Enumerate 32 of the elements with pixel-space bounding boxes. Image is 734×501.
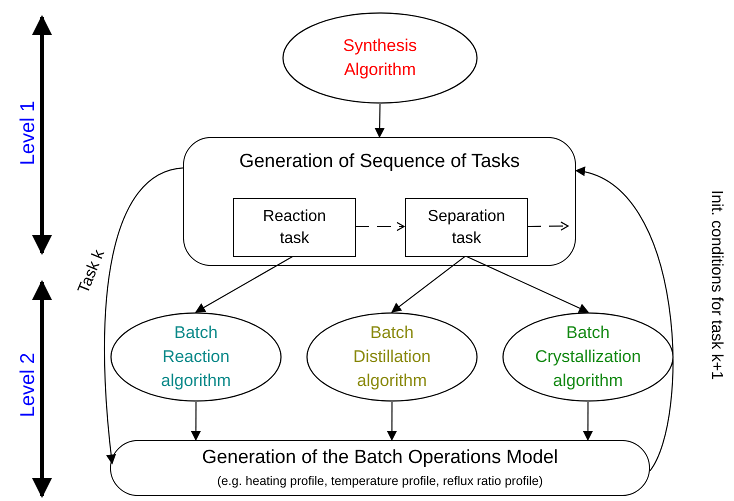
- arrow: [190, 402, 201, 441]
- node-label: Batch Crystallization algorithm: [535, 322, 641, 392]
- arrow: [195, 256, 294, 312]
- node-label: Reaction task: [262, 206, 328, 248]
- process-ellipse: [110, 312, 282, 402]
- arrow: [465, 256, 589, 313]
- arrow: [386, 402, 397, 441]
- node-label: Batch Reaction algorithm: [161, 322, 231, 392]
- task-box: [233, 198, 356, 257]
- dashed-arrow: [355, 222, 405, 232]
- box-title: Generation of Sequence of Tasks: [239, 150, 520, 174]
- dashed-arrow: [527, 221, 569, 231]
- arrow: [374, 104, 385, 138]
- node-label: Synthesis Algorithm: [343, 35, 417, 81]
- process-box: [110, 440, 650, 496]
- curved-arrow: [104, 167, 184, 465]
- curved-arrow: [575, 168, 674, 472]
- level-label: Level 1: [16, 100, 40, 166]
- node-label: Generation of the Batch Operations Model: [202, 446, 558, 470]
- process-ellipse: [306, 312, 478, 402]
- level-label: Level 2: [16, 352, 40, 418]
- process-box: [183, 137, 576, 266]
- task-box: [405, 198, 528, 257]
- node-note: (e.g. heating profile, temperature profile, reflux ratio profile): [217, 473, 543, 490]
- edge-label: Init. conditions for task k+1: [708, 190, 724, 380]
- arrow: [582, 402, 593, 441]
- node-label: Separation task: [426, 206, 506, 248]
- arrow: [391, 256, 466, 313]
- process-ellipse: [502, 312, 674, 402]
- process-ellipse: [282, 12, 478, 104]
- node-label: Batch Distillation algorithm: [353, 322, 431, 392]
- edge-label: Task k: [76, 248, 108, 296]
